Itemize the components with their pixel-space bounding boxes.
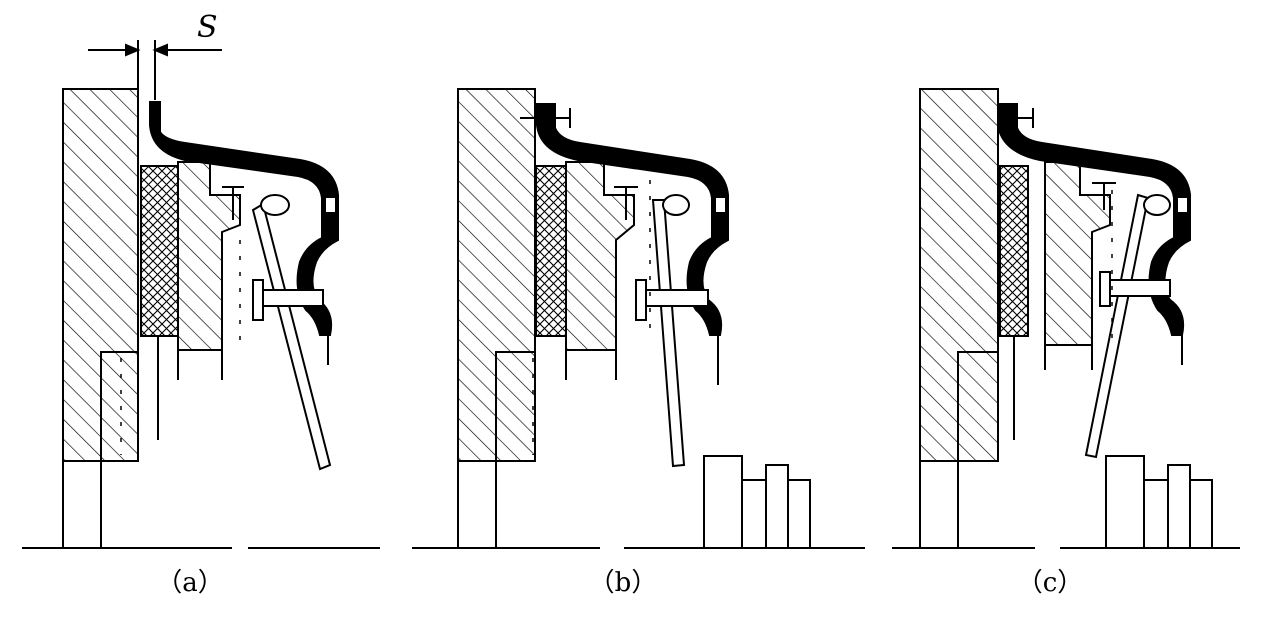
friction-disc — [535, 165, 567, 337]
dimension-label-s: S — [197, 10, 218, 45]
pressure-plate — [1044, 161, 1111, 346]
clutch-cover — [149, 101, 339, 336]
pressure-plate — [565, 161, 635, 351]
release-lever — [651, 199, 686, 468]
clutch-cover — [536, 103, 729, 336]
panel-b — [457, 88, 811, 549]
release-lever — [1084, 193, 1150, 459]
caption-a: （a） — [156, 568, 224, 598]
release-bearing — [1105, 455, 1213, 549]
friction-disc — [999, 165, 1029, 337]
release-lever — [251, 202, 332, 471]
release-bearing — [703, 455, 811, 549]
caption-c: （c） — [1016, 568, 1084, 598]
friction-disc — [140, 165, 179, 337]
caption-b: （b） — [588, 568, 658, 598]
panel-c — [919, 88, 1213, 549]
flywheel-hub — [457, 460, 497, 549]
pressure-plate — [177, 161, 241, 351]
flywheel-hub — [62, 460, 102, 549]
flywheel-hub — [919, 460, 959, 549]
panel-a — [62, 40, 339, 549]
